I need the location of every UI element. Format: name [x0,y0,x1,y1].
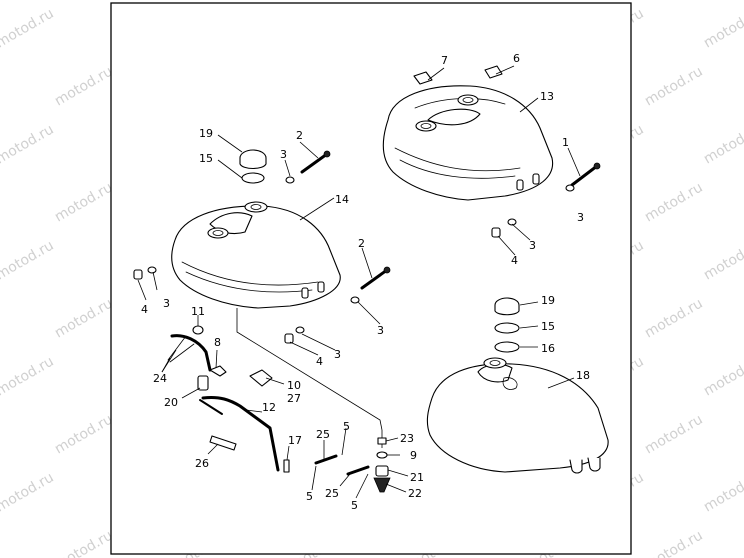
fuel-tank-14 [171,201,341,309]
watermark-text: motod.ru [0,121,57,167]
washer-3 [350,296,360,304]
fitting-26 [209,435,237,451]
callout-15: 15 [199,152,213,165]
watermark-text: motod.ru [701,237,744,283]
watermark-text: motod.ru [52,527,116,558]
gasket-15-lower [494,322,520,334]
callout-5: 5 [306,490,313,503]
valve-21 [375,465,389,477]
watermark-text: motod.ru [0,469,57,515]
callout-2: 2 [296,129,303,142]
watermark-text: motod.ru [52,179,116,225]
fitting-20 [197,375,209,391]
callout-27: 27 [287,392,301,405]
nut-4 [284,333,294,344]
clamp-11 [192,325,204,335]
callout-4: 4 [511,254,518,267]
watermark-text: motod.ru [701,5,744,51]
bolt-1 [570,162,601,187]
clip-6 [484,65,503,79]
fuel-tank-13 [382,85,554,201]
callout-7: 7 [441,54,448,67]
bolt-2-upper [300,150,331,174]
callout-17: 17 [288,434,302,447]
watermark-text: motod.ru [642,179,706,225]
callout-14: 14 [335,193,349,206]
callout-19: 19 [199,127,213,140]
nut-4 [491,227,501,238]
washer-9 [376,451,388,459]
callout-3: 3 [529,239,536,252]
watermark-text: motod.ru [642,63,706,109]
callout-15: 15 [541,320,555,333]
hose-25 [346,465,370,476]
callout-22: 22 [408,487,422,500]
callout-10: 10 [287,379,301,392]
callout-3: 3 [280,148,287,161]
callout-8: 8 [214,336,221,349]
callout-3: 3 [377,324,384,337]
callout-25: 25 [316,428,330,441]
leader-lines [137,65,581,499]
watermark-text: motod.ru [0,237,57,283]
callout-20: 20 [164,396,178,409]
callout-5: 5 [343,420,350,433]
callout-18: 18 [576,369,590,382]
petcock-23 [377,437,387,445]
watermark-text: motod.ru [642,295,706,341]
hose-25 [314,454,338,465]
watermark-text: motod.ru [52,411,116,457]
callout-3: 3 [163,297,170,310]
watermark-text: motod.ru [0,5,57,51]
watermark-text: motod.ru [52,295,116,341]
watermark-text: motod.ru [642,411,706,457]
callout-13: 13 [540,90,554,103]
callout-5: 5 [351,499,358,512]
callout-11: 11 [191,305,205,318]
callout-12: 12 [262,401,276,414]
gasket-15-upper [241,172,265,184]
washer-3 [285,176,295,184]
callout-9: 9 [410,449,417,462]
callout-3: 3 [334,348,341,361]
callout-26: 26 [195,457,209,470]
callout-23: 23 [400,432,414,445]
fitting-8 [209,365,227,377]
callout-19: 19 [541,294,555,307]
gasket-16 [494,341,520,353]
bolt-2-lower [360,266,391,290]
washer-3 [565,184,575,192]
washer-3 [295,326,305,334]
callout-3: 3 [577,211,584,224]
washer-3 [507,218,517,226]
callout-1: 1 [562,136,569,149]
callout-16: 16 [541,342,555,355]
watermark-text: motod.ru [52,63,116,109]
fitting-17 [283,459,290,473]
fuel-cap-19-upper [239,149,267,170]
callout-24: 24 [153,372,167,385]
fuel-tank-18 [426,357,609,474]
callout-4: 4 [316,355,323,368]
washer-3 [147,266,157,274]
watermark-text: motod.ru [701,353,744,399]
callout-labels: 7 6 13 19 2 15 3 1 14 3 4 3 4 2 3 3 3 4 … [141,52,590,512]
watermark-text: motod.ru [0,353,57,399]
callout-6: 6 [513,52,520,65]
callout-25: 25 [325,487,339,500]
callout-21: 21 [410,471,424,484]
watermark-text: motod.ru [701,469,744,515]
watermark-text: motod.ru [642,527,706,558]
callout-4: 4 [141,303,148,316]
clip-7 [413,71,433,85]
valve-10 [249,369,273,387]
callout-2: 2 [358,237,365,250]
lever-22 [373,477,391,493]
watermark-text: motod.ru [701,121,744,167]
fuel-cap-19-lower [494,297,520,316]
nut-4 [133,269,143,280]
